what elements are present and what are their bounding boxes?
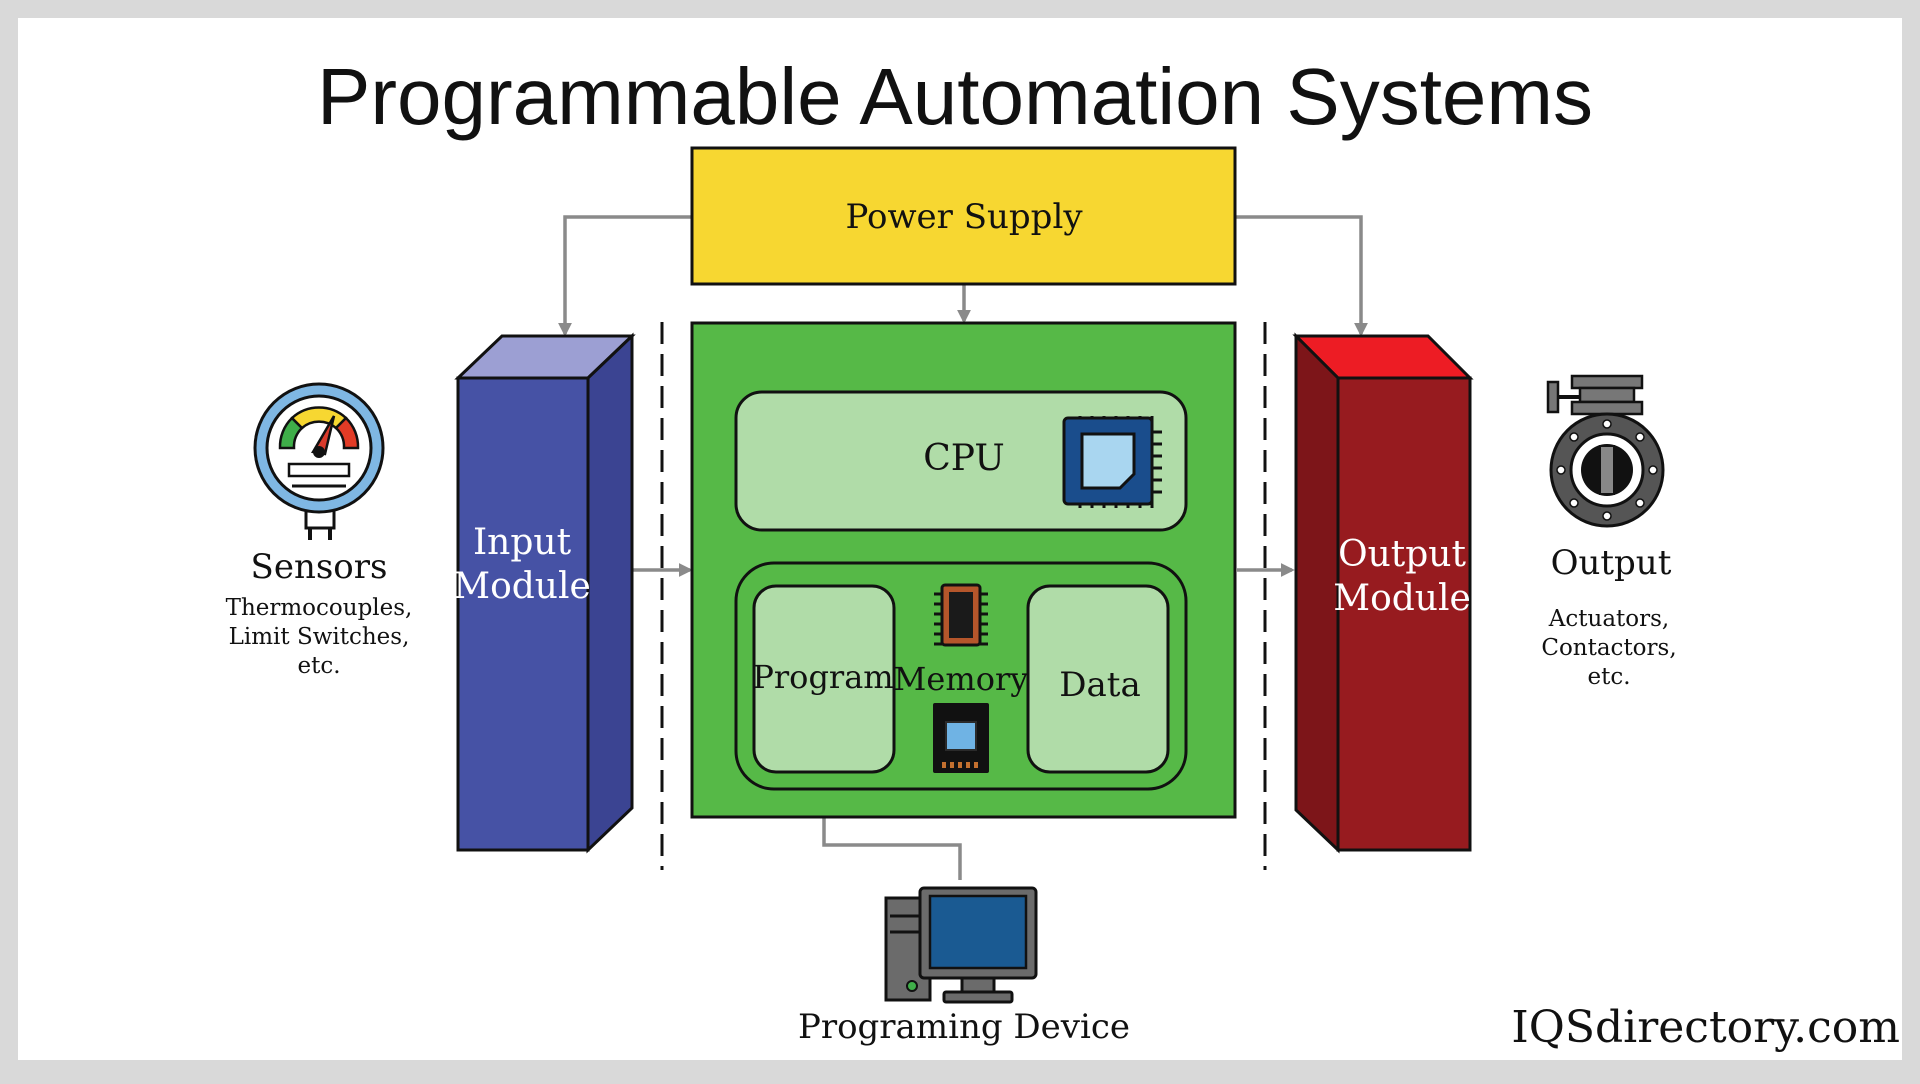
- output-module-label-line2: Module: [1333, 578, 1471, 619]
- input-module-label-line2: Module: [453, 566, 591, 607]
- power-to-input-connector: [558, 215, 692, 337]
- cpu-chip-icon: [1062, 416, 1162, 508]
- memory-chip-icon: [934, 583, 988, 647]
- sensors-line2: Limit Switches,: [229, 624, 410, 650]
- controller-block: CPU: [690, 321, 1237, 819]
- pressure-gauge-icon: [253, 382, 385, 540]
- programming-device-label: Programing Device: [798, 1007, 1130, 1047]
- sensors-line3: etc.: [297, 653, 340, 679]
- data-label: Data: [1059, 665, 1140, 705]
- output-line2: Contactors,: [1541, 635, 1676, 661]
- input-module-block: Input Module: [453, 332, 636, 854]
- cpu-panel: CPU: [734, 390, 1188, 532]
- output-module-block: Output Module: [1292, 332, 1474, 854]
- memory-panel: Program Data Memory: [734, 561, 1188, 791]
- sensors-label: Sensors: [251, 547, 388, 587]
- power-supply-label: Power Supply: [845, 197, 1083, 237]
- program-label: Program: [752, 658, 893, 696]
- diagram-title: Programmable Automation Systems: [317, 52, 1593, 141]
- output-module-label-line1: Output: [1338, 534, 1466, 575]
- output-label: Output: [1551, 543, 1672, 583]
- valve-actuator-icon: [1546, 374, 1665, 528]
- sensors-line1: Thermocouples,: [226, 595, 413, 621]
- brand-label: IQSdirectory.com: [1511, 1002, 1900, 1053]
- program-panel: [752, 584, 896, 774]
- desktop-computer-icon: [884, 886, 1038, 1004]
- data-panel: [1026, 584, 1170, 774]
- cpu-label: CPU: [923, 438, 1004, 479]
- power-to-output-connector: [1235, 215, 1368, 337]
- memory-card-icon: [933, 703, 989, 773]
- input-module-label-line1: Input: [473, 522, 572, 563]
- output-line3: etc.: [1587, 664, 1630, 690]
- output-line1: Actuators,: [1548, 606, 1669, 632]
- power-supply-block: Power Supply: [690, 146, 1237, 286]
- memory-label: Memory: [894, 660, 1029, 698]
